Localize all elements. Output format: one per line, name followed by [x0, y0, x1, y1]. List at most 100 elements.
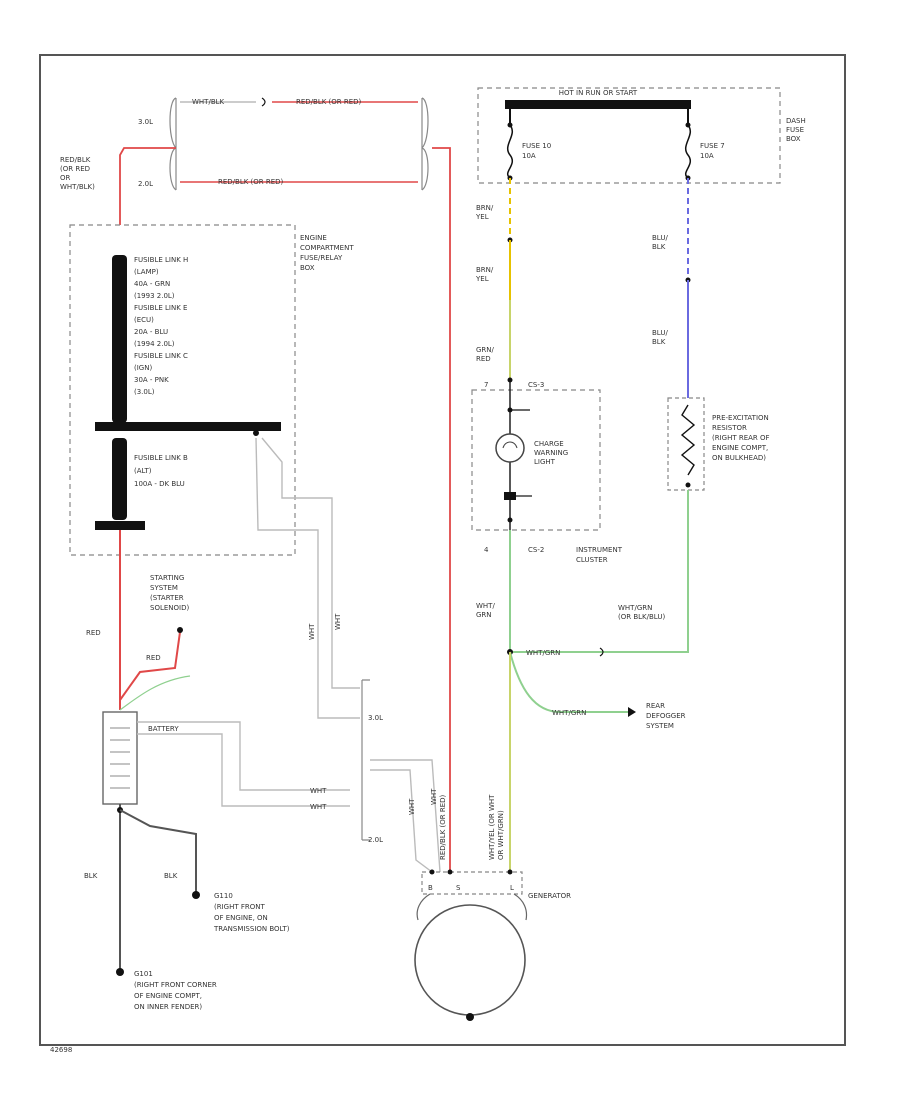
generator-label: GENERATOR — [528, 892, 571, 900]
charge-warning-light-bulb — [495, 433, 525, 463]
battery-cells — [110, 727, 130, 789]
brn-yel-label-1: BRN/YEL — [475, 204, 494, 221]
red-blk-mid-label: RED/BLK (OR RED) — [218, 178, 284, 186]
red-small-label: RED — [146, 654, 161, 662]
wht-gen-label-1: WHT — [408, 798, 416, 815]
blu-blk-label-1: BLU/BLK — [652, 234, 668, 251]
top-connector-symbol — [261, 97, 266, 107]
size-3-0l-bracket-label: 3.0L — [368, 714, 383, 722]
engine-box-label: ENGINE COMPARTMENT FUSE/RELAY BOX — [300, 234, 356, 272]
wht-grn-defogger-label: WHT/GRN — [552, 709, 586, 717]
blu-blk-label-2: BLU/BLK — [652, 329, 668, 346]
red-blk-gen-label: RED/BLK (OR RED) — [439, 794, 447, 860]
wht-vertical-label-2: WHT — [334, 613, 342, 630]
hot-bus-bar — [505, 100, 691, 109]
option-bracket-right — [421, 97, 429, 191]
connector-cs2-label: CS-2 — [528, 546, 544, 554]
option-bracket-left — [169, 97, 177, 191]
red-left-label: RED — [86, 629, 101, 637]
generator-connector — [421, 871, 523, 895]
wht-yel-vertical-label: WHT/YEL (OR WHT OR WHT/GRN) — [488, 792, 505, 860]
wht-horizontal-label-2: WHT — [310, 803, 327, 811]
gen-terminal-b — [429, 869, 435, 875]
bus-bar-tap — [253, 430, 259, 436]
defogger-arrow — [628, 707, 636, 717]
gen-terminal-l — [507, 869, 513, 875]
generator-housing-lines — [416, 893, 528, 921]
wht-blk-label: WHT/BLK — [192, 98, 225, 106]
resistor-terminal — [685, 482, 691, 488]
fuse-7-label: FUSE 7 10A — [700, 142, 727, 160]
fuse-7 — [685, 109, 691, 181]
size-3-0l-label: 3.0L — [138, 118, 153, 126]
connector-cs3-label: CS-3 — [528, 381, 544, 389]
gen-terminal-s — [447, 869, 453, 875]
cluster-diode — [504, 492, 516, 500]
size-2-0l-label: 2.0L — [138, 180, 153, 188]
wht-grn-right-label: WHT/GRN(OR BLK/BLU) — [618, 604, 665, 621]
charge-warning-light-label: CHARGE WARNING LIGHT — [534, 440, 570, 466]
size-2-0l-bracket-label: 2.0L — [368, 836, 383, 844]
g101-label: G101 (RIGHT FRONT CORNER OF ENGINE COMPT… — [134, 970, 219, 1011]
rear-defogger-label: REAR DEFOGGER SYSTEM — [646, 702, 688, 730]
figure-id: 42698 — [50, 1046, 72, 1054]
fusible-link-b — [112, 438, 127, 520]
bulb-filament — [502, 441, 518, 449]
dash-fuse-box-label: DASH FUSE BOX — [786, 117, 808, 143]
engine-box-lower-bus — [95, 521, 145, 530]
fuse-10 — [507, 109, 513, 181]
wire-grn-battery — [119, 675, 191, 711]
hot-in-run-start-label: HOT IN RUN OR START — [559, 89, 638, 97]
wht-horizontal-label-1: WHT — [310, 787, 327, 795]
wht-grn-left-label: WHT/GRN — [476, 602, 495, 619]
g110-ground — [192, 891, 200, 899]
wht-vertical-label-1: WHT — [308, 623, 316, 640]
resistor-symbol — [680, 404, 696, 476]
battery — [102, 711, 138, 805]
pin-4-label: 4 — [484, 546, 489, 554]
fuse-10-label: FUSE 10 10A — [522, 142, 553, 160]
wire-wht-bus-left — [255, 437, 360, 719]
gen-pin-l: L — [510, 884, 514, 892]
wht-grn-node-label: WHT/GRN — [526, 649, 560, 657]
wire-red-starter — [119, 631, 181, 701]
wire-wht-grn-defogger — [509, 651, 628, 713]
pin-7-label: 7 — [484, 381, 488, 389]
engine-box-bus-bar — [95, 422, 281, 431]
cluster-node-low — [507, 517, 513, 523]
instrument-cluster-outline — [471, 389, 601, 531]
instrument-cluster-label: INSTRUMENT CLUSTER — [576, 546, 624, 564]
blk-mid-label: BLK — [164, 872, 178, 880]
wire-wht-bus-right — [261, 437, 360, 689]
fusible-links-hec — [112, 255, 127, 423]
connector-symbol — [599, 647, 604, 657]
red-blk-left-label: RED/BLK (OR RED OR WHT/BLK) — [60, 156, 95, 191]
engine-fuse-relay-box-outline — [69, 224, 296, 556]
generator-body — [414, 904, 526, 1016]
wht-gen-label-2: WHT — [430, 788, 438, 805]
gen-option-bracket — [361, 679, 370, 841]
wire-red-blk-left — [119, 147, 176, 225]
starter-terminal — [177, 627, 183, 633]
pre-excitation-resistor-label: PRE-EXCITATION RESISTOR (RIGHT REAR OF E… — [712, 414, 772, 462]
pre-excitation-resistor — [667, 397, 705, 491]
red-blk-top-label: RED/BLK (OR RED) — [296, 98, 362, 106]
wire-blk-g110 — [119, 809, 197, 892]
wire-red-blk-generator — [432, 147, 451, 872]
fusible-link-b-label: FUSIBLE LINK B (ALT) 100A - DK BLU — [134, 454, 190, 488]
diagram-border — [39, 54, 846, 1046]
wire-battery-wht-2 — [137, 733, 350, 807]
grn-red-label: GRN/RED — [476, 346, 495, 363]
gen-pin-b: B — [428, 884, 433, 892]
wire-wht-gen-1 — [370, 769, 433, 873]
wire-wht-grn-resistor — [510, 490, 689, 653]
blk-left-label: BLK — [84, 872, 98, 880]
starting-system-label: STARTING SYSTEM (STARTER SOLENOID) — [150, 574, 189, 612]
fusible-links-hec-label: FUSIBLE LINK H (LAMP) 40A - GRN (1993 2.… — [134, 256, 191, 396]
brn-yel-label-2: BRN/YEL — [475, 266, 494, 283]
battery-label: BATTERY — [148, 725, 179, 733]
g110-label: G110 (RIGHT FRONT OF ENGINE, ON TRANSMIS… — [213, 892, 290, 933]
wire-wht-gen-2 — [370, 759, 441, 873]
wire-battery-wht-1 — [137, 721, 350, 791]
